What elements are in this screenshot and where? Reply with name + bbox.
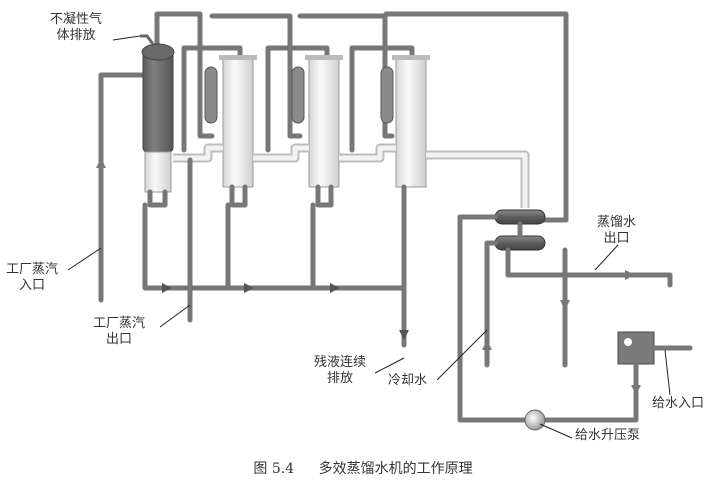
label-line: 工厂蒸汽: [93, 316, 146, 331]
label-residual-liquid-discharge: 残液连续 排放: [314, 355, 366, 387]
cooling-pipes: [457, 214, 528, 423]
label-distilled-water-outlet: 蒸馏水 出口: [597, 215, 636, 247]
effect-column-1: [141, 43, 175, 208]
figure-caption: 图 5.4 多效蒸馏水机的工作原理: [0, 458, 726, 478]
effect-column-2: [219, 55, 257, 208]
label-line: 出口: [603, 231, 630, 246]
label-line: 出口: [106, 332, 133, 347]
preheater-3: [380, 66, 394, 124]
label-feed-water-inlet: 给水入口: [652, 396, 705, 411]
label-line: 体排放: [56, 28, 96, 43]
label-line: 不凝性气: [50, 12, 103, 27]
figure-title: 多效蒸馏水机的工作原理: [318, 461, 473, 477]
leader-lines: [67, 35, 671, 439]
label-line: 工厂蒸汽: [6, 262, 59, 277]
vapor-loop-pipes: [154, 11, 569, 223]
label-factory-steam-inlet: 工厂蒸汽 入口: [6, 262, 58, 294]
distilled-water-outlet-pipe: [505, 247, 673, 368]
feed-water-tank: [542, 331, 693, 423]
preheater-1: [204, 66, 218, 124]
label-line: 入口: [19, 278, 46, 293]
preheater-2: [291, 66, 305, 124]
factory-steam-inlet-pipe: [96, 72, 148, 303]
feed-water-pump: [524, 409, 546, 431]
label-feed-water-pump: 给水升压泵: [575, 428, 641, 443]
condensate-header: [142, 157, 409, 348]
effect-column-3: [305, 55, 343, 208]
label-factory-steam-outlet: 工厂蒸汽 出口: [93, 316, 145, 348]
label-line: 残液连续: [314, 355, 367, 370]
label-line: 蒸馏水: [597, 215, 637, 230]
effect-column-4: [392, 55, 430, 203]
label-cooling-water: 冷却水: [388, 373, 428, 388]
label-line: 排放: [327, 371, 354, 386]
figure-number: 图 5.4: [253, 461, 295, 477]
vent-valve: [140, 34, 155, 45]
label-noncondensable-gas-vent: 不凝性气 体排放: [50, 12, 102, 44]
